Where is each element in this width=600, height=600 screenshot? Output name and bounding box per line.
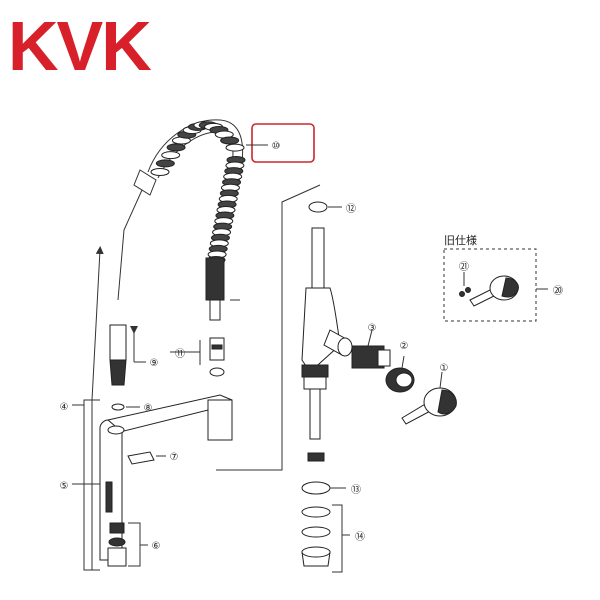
- callout-5: ⑤: [60, 481, 69, 492]
- callout-9: ⑨: [150, 358, 159, 369]
- spring-hose: [117, 119, 246, 321]
- kvk-logo: KVK: [8, 7, 151, 85]
- bracket-4: [83, 399, 100, 571]
- shower-head: [109, 324, 146, 386]
- main-body: [301, 201, 353, 462]
- callout-1: ①: [440, 363, 449, 374]
- lever-handle-1: [401, 371, 457, 425]
- assembly-arrow-left: [91, 246, 104, 570]
- callout-8: ⑧: [144, 403, 153, 414]
- old-spec-box: [443, 248, 537, 322]
- hose-coil: [155, 159, 175, 168]
- clip-7: [127, 451, 155, 465]
- callout-21: ㉑: [459, 261, 469, 273]
- spout-body: [99, 394, 233, 561]
- callout-20: ⑳: [553, 285, 563, 297]
- callout-13: ⑬: [351, 484, 361, 496]
- hose-coil: [166, 143, 186, 152]
- callout-2: ②: [400, 341, 409, 352]
- hose-coil: [150, 168, 170, 176]
- callout-6: ⑥: [152, 541, 161, 552]
- hose-coil: [161, 151, 181, 160]
- callout-12: ⑫: [346, 203, 356, 215]
- small-parts-6: [107, 522, 148, 567]
- o-ring-8: [111, 403, 125, 411]
- old-lever-handle-20: [459, 275, 519, 307]
- washer-13: [301, 481, 331, 495]
- callout-4: ④: [60, 402, 69, 413]
- hose-coil: [220, 136, 240, 145]
- callout-7: ⑦: [170, 452, 179, 463]
- cartridge-3: [351, 329, 391, 369]
- old-spec-title: 旧仕様: [444, 233, 477, 247]
- callout-10: ⑩: [272, 141, 281, 152]
- assembly-arrow-right: [216, 184, 321, 471]
- callout-11: ⑪: [175, 348, 185, 360]
- hose-coil: [225, 143, 245, 152]
- highlight-box: [251, 123, 315, 163]
- callout-14: ⑭: [355, 531, 365, 543]
- washer-set-14: [301, 504, 350, 573]
- callout-3: ③: [368, 323, 377, 334]
- cap-nut-2: [385, 355, 415, 393]
- nozzle-fitting: [170, 337, 225, 377]
